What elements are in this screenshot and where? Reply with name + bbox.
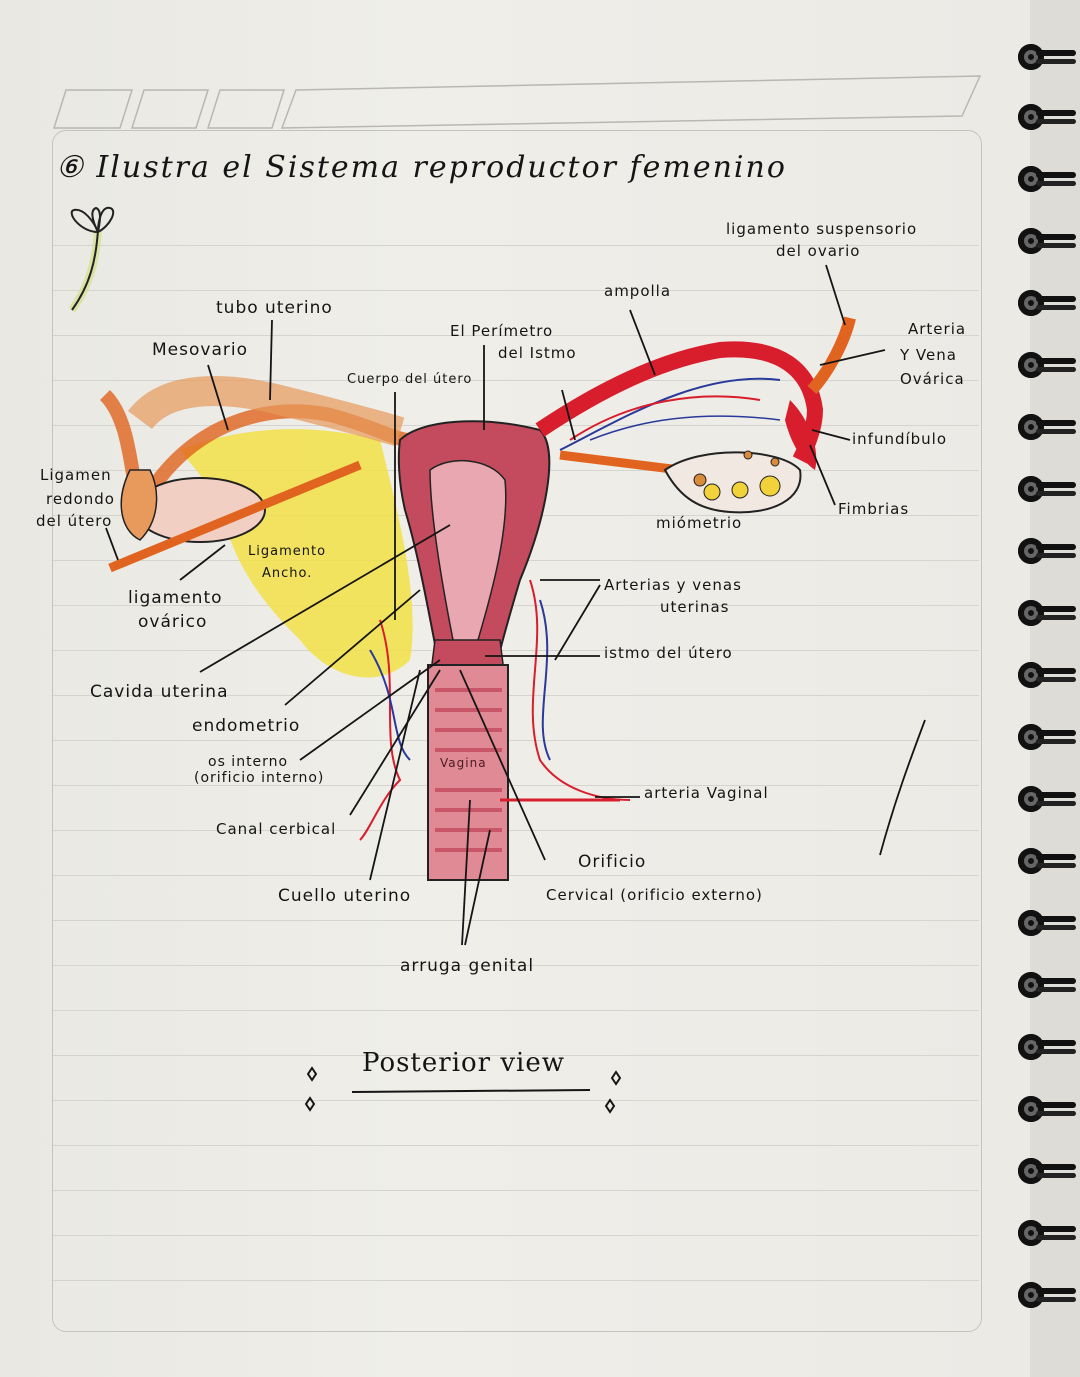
page-title: ⑥ Ilustra el Sistema reproductor femenin…	[56, 150, 787, 185]
label-ligamento-redondo-2: redondo	[46, 490, 115, 508]
label-arterias-venas-2: uterinas	[660, 598, 730, 616]
label-cavidad-uterina: Cavida uterina	[90, 682, 229, 702]
label-cuello-uterino: Cuello uterino	[278, 886, 412, 906]
label-arruga-genital: arruga genital	[400, 956, 535, 976]
label-ligamento-redondo-3: del útero	[36, 512, 113, 530]
label-os-interno-2: (orificio interno)	[194, 770, 325, 786]
right-ovary	[663, 451, 802, 514]
label-arteria-1: Arteria	[908, 320, 967, 338]
label-ligamento-ovarico-1: ligamento	[128, 588, 223, 608]
label-perimetro-1: El Perímetro	[450, 322, 554, 340]
label-ligamento-ovarico-2: ovárico	[138, 612, 208, 632]
label-istmo-utero: istmo del útero	[604, 644, 733, 662]
label-arteria-vaginal: arteria Vaginal	[644, 784, 769, 802]
label-ligamento-redondo-1: Ligamen	[40, 466, 112, 484]
label-arterias-venas-1: Arterias y venas	[604, 576, 742, 594]
label-ampolla: ampolla	[604, 282, 672, 300]
uterus-diagram	[68, 206, 926, 1114]
notebook-page: ⑥ Ilustra el Sistema reproductor femenin…	[0, 0, 1030, 1377]
label-arteria-3: Ovárica	[900, 370, 965, 388]
label-endometrio: endometrio	[192, 716, 301, 736]
sparkle-icons	[304, 1066, 622, 1114]
flower-doodle-icon	[68, 206, 115, 313]
label-perimetro-2: del Istmo	[498, 344, 577, 362]
header-date-boxes	[52, 75, 982, 129]
label-ligamento-ancho-1: Ligamento	[248, 544, 327, 559]
label-fimbrias: Fimbrias	[838, 500, 910, 518]
label-ligamento-ancho-2: Ancho.	[262, 566, 313, 581]
label-ligamento-suspensorio-2: del ovario	[776, 242, 861, 260]
label-miometrio: miómetrio	[656, 514, 743, 532]
content-frame	[52, 130, 982, 1332]
label-infundibulo: infundíbulo	[852, 430, 948, 448]
label-orificio-2: Cervical (orificio externo)	[546, 886, 763, 904]
label-cuerpo-utero: Cuerpo del útero	[347, 372, 473, 387]
label-tubo-uterino: tubo uterino	[216, 298, 333, 318]
label-orificio-1: Orificio	[578, 852, 647, 872]
subtitle-posterior-view: Posterior view	[362, 1048, 566, 1078]
label-os-interno-1: os interno	[208, 754, 289, 770]
label-arteria-2: Y Vena	[900, 346, 957, 364]
spiral-binding	[1000, 0, 1080, 1377]
label-ligamento-suspensorio-1: ligamento suspensorio	[726, 220, 918, 238]
label-mesovario: Mesovario	[152, 340, 248, 360]
label-vagina: Vagina	[440, 756, 487, 770]
label-canal-cervical: Canal cerbical	[216, 820, 337, 838]
